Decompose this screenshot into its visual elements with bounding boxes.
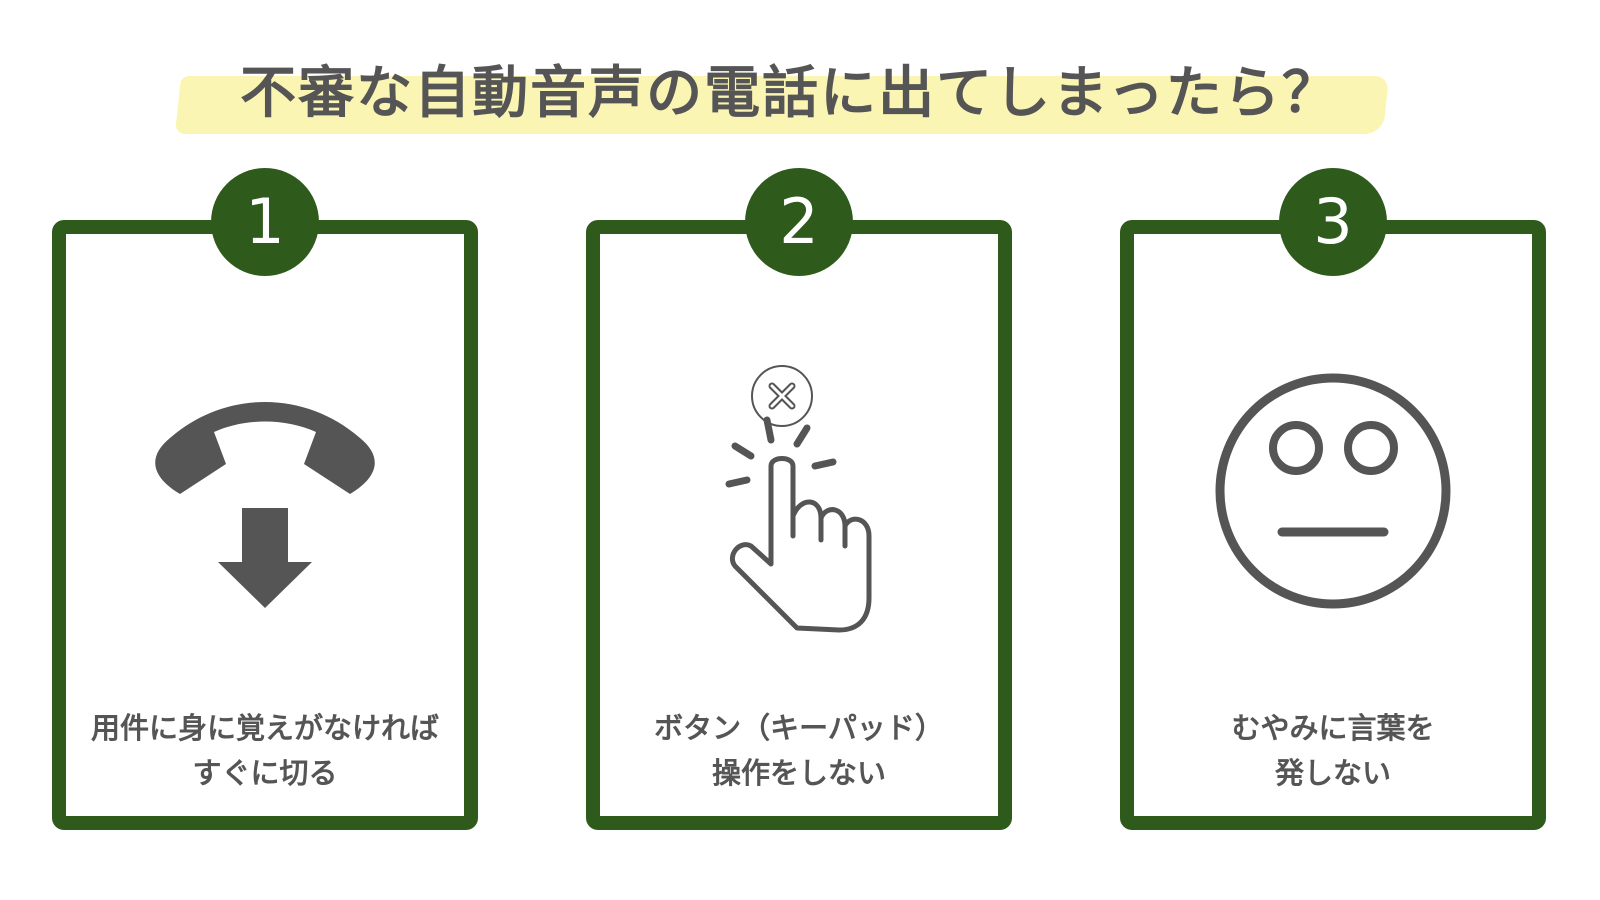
- finger-tap-cancel-icon: [600, 348, 998, 638]
- step-card-1: 1 用件に身に覚えがなければ すぐに切る: [52, 168, 478, 830]
- step-number-badge: 1: [211, 168, 319, 276]
- phone-hangup-icon: [66, 386, 464, 616]
- step-number-badge: 2: [745, 168, 853, 276]
- step-text: 用件に身に覚えがなければ すぐに切る: [90, 711, 439, 790]
- neutral-face-icon: [1134, 366, 1532, 616]
- step-text: ボタン（キーパッド） 操作をしない: [654, 711, 944, 790]
- step-number-badge: 3: [1279, 168, 1387, 276]
- step-card-2: 2 ボタン（キーパッド） 操作をしない: [586, 168, 1012, 830]
- page-title: 不審な自動音声の電話に出てしまったら？: [240, 61, 1340, 126]
- step-text: むやみに言葉を 発しない: [1231, 711, 1435, 790]
- title-banner: 不審な自動音声の電話に出てしまったら？: [0, 52, 1600, 142]
- step-card-3: 3 むやみに言葉を 発しない: [1120, 168, 1546, 830]
